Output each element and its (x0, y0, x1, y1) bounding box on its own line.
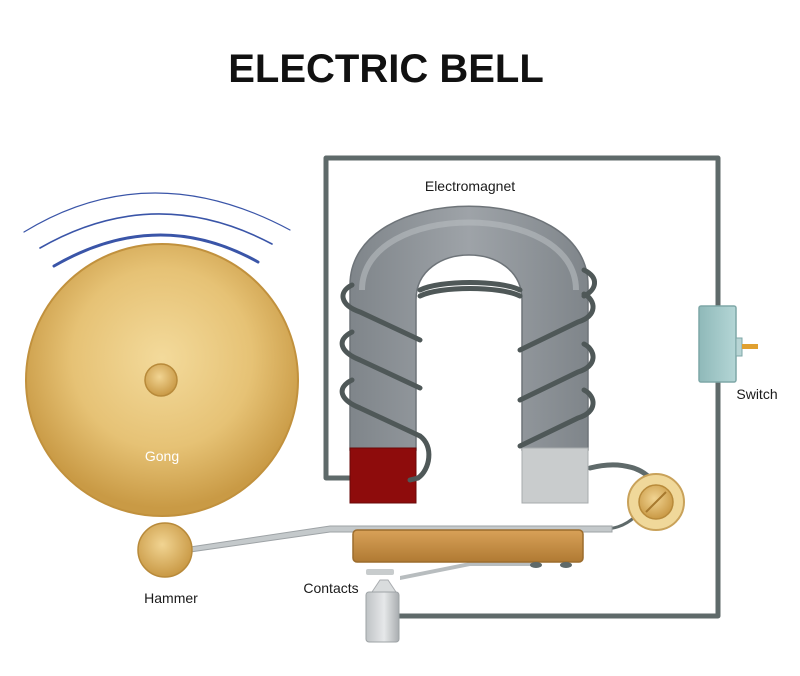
gong-label: Gong (145, 448, 179, 464)
terminal-screw (627, 473, 685, 531)
sound-waves (23, 192, 291, 268)
magnet-pole-light (521, 447, 589, 504)
electromagnet-label: Electromagnet (425, 178, 515, 194)
armature (352, 529, 584, 563)
hammer-label: Hammer (144, 590, 198, 606)
switch-pin (742, 344, 758, 349)
hammer-ball (137, 522, 193, 578)
switch-label: Switch (736, 386, 777, 402)
gong: Gong (25, 243, 299, 517)
magnet-pole-red (349, 447, 417, 504)
electromagnet (349, 205, 589, 504)
gong-center-bolt (144, 363, 178, 397)
contacts-label: Contacts (303, 580, 358, 596)
contacts (365, 569, 400, 643)
diagram-title: ELECTRIC BELL (228, 47, 544, 91)
coil-windings (339, 267, 597, 483)
switch (698, 305, 758, 383)
